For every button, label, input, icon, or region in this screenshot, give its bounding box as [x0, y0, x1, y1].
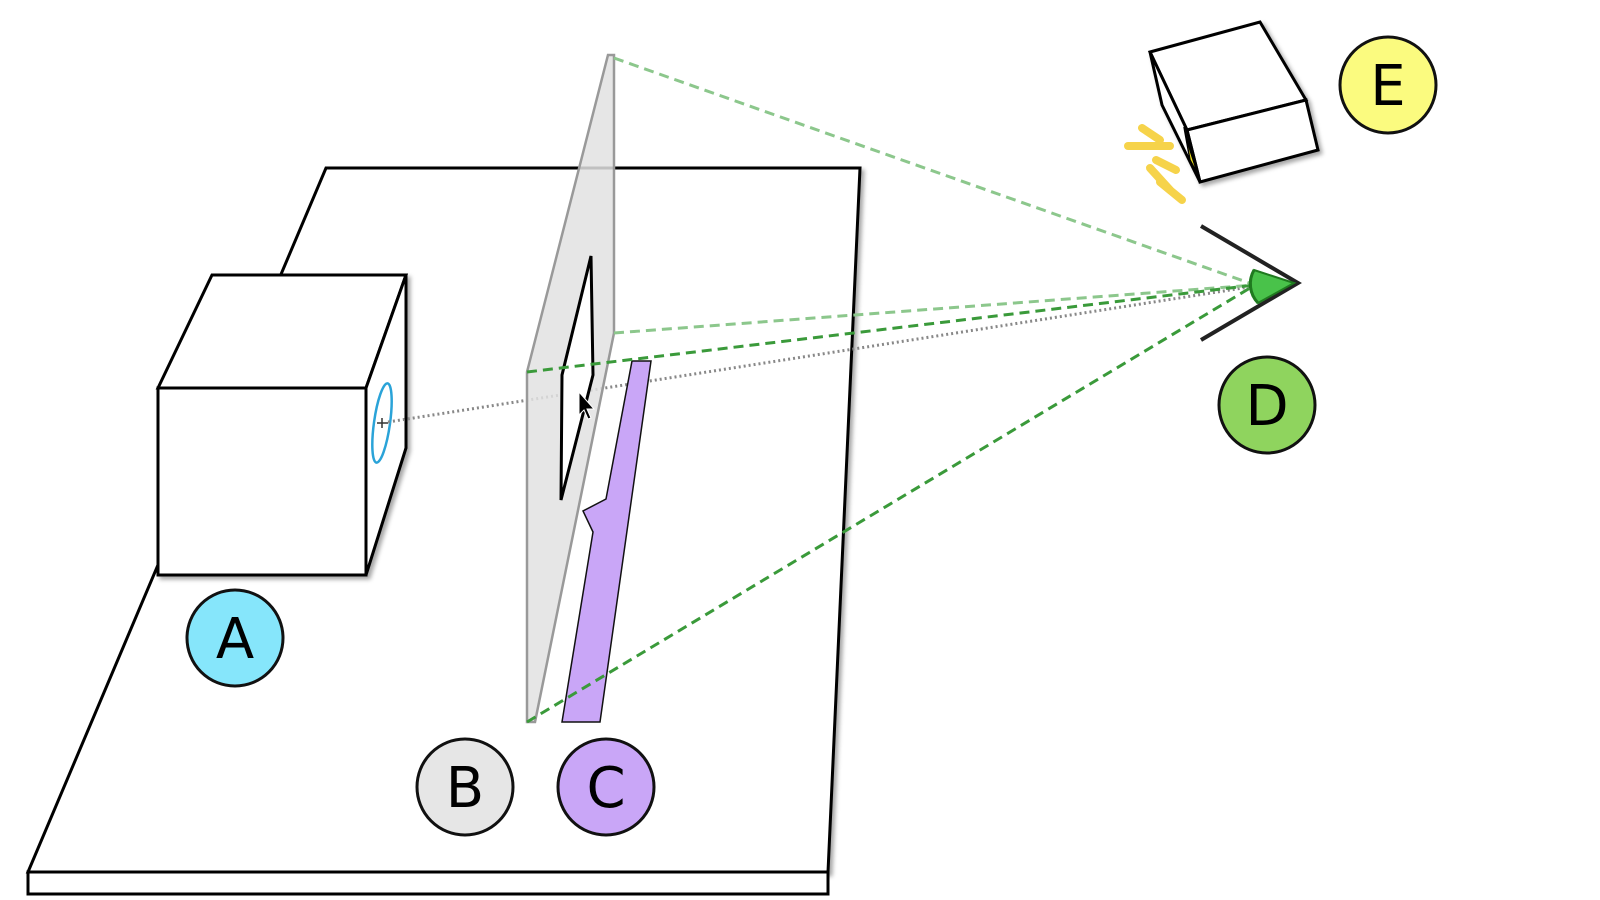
- label-c: C: [556, 737, 656, 837]
- label-a-text: A: [216, 607, 254, 672]
- glass-window: [559, 255, 595, 501]
- box-a: [155, 273, 409, 577]
- eye-icon: [1199, 224, 1302, 342]
- sight-line-mid: [526, 283, 1256, 374]
- label-a: A: [185, 588, 285, 688]
- table-edge: [26, 870, 830, 896]
- light-box-lamp: [1183, 126, 1199, 176]
- label-c-text: C: [586, 756, 625, 821]
- label-e: E: [1338, 35, 1438, 135]
- label-d-text: D: [1245, 374, 1288, 439]
- sight-line-top: [613, 56, 1256, 287]
- sight-lines: [526, 56, 1256, 724]
- label-e-text: E: [1370, 54, 1405, 119]
- table: [25, 166, 862, 896]
- light-box-e: [1147, 20, 1320, 184]
- label-d: D: [1217, 355, 1317, 455]
- strip-c: [561, 360, 652, 723]
- mouse-pointer-icon: [578, 390, 596, 420]
- label-b: B: [415, 737, 515, 837]
- sight-line-mid-light: [613, 283, 1256, 335]
- label-b-text: B: [446, 756, 484, 821]
- box-a-front: [156, 386, 368, 577]
- sight-line-bottom: [526, 283, 1256, 724]
- camera-lens-icon: [371, 382, 393, 464]
- light-rays-icon: [1124, 124, 1186, 204]
- box-a-top: [155, 273, 409, 390]
